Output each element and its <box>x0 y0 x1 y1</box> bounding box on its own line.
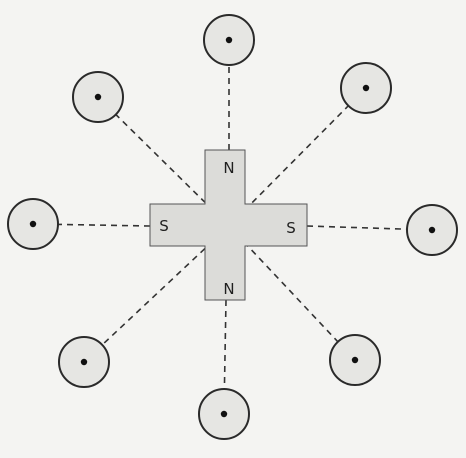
compass-center-dot <box>428 226 436 234</box>
pole-label-bottom: N <box>223 280 234 298</box>
compass-right <box>406 204 458 256</box>
pole-label-top: N <box>223 159 234 177</box>
field-line-bottom <box>223 299 227 390</box>
compass-top-left <box>72 71 124 123</box>
compass-bottom-left <box>58 336 110 388</box>
compass-center-dot <box>29 220 37 228</box>
compass-bottom-right <box>329 334 381 386</box>
compasses <box>7 14 458 440</box>
field-line-bottom-left <box>101 225 230 346</box>
compass-center-dot <box>351 356 359 364</box>
field-line-left <box>57 223 151 227</box>
compass-center-dot <box>362 84 370 92</box>
compass-bottom <box>198 388 250 440</box>
compass-center-dot <box>220 410 228 418</box>
compass-center-dot <box>225 36 233 44</box>
field-line-right <box>306 225 408 230</box>
compass-center-dot <box>80 358 88 366</box>
pole-label-left: S <box>159 217 169 235</box>
pole-label-right: S <box>286 219 296 237</box>
cross-magnet: N N S S <box>149 149 308 301</box>
compass-top-right <box>340 62 392 114</box>
cross-magnet-body <box>149 149 308 301</box>
compass-center-dot <box>94 93 102 101</box>
compass-left <box>7 198 59 250</box>
compass-top <box>203 14 255 66</box>
